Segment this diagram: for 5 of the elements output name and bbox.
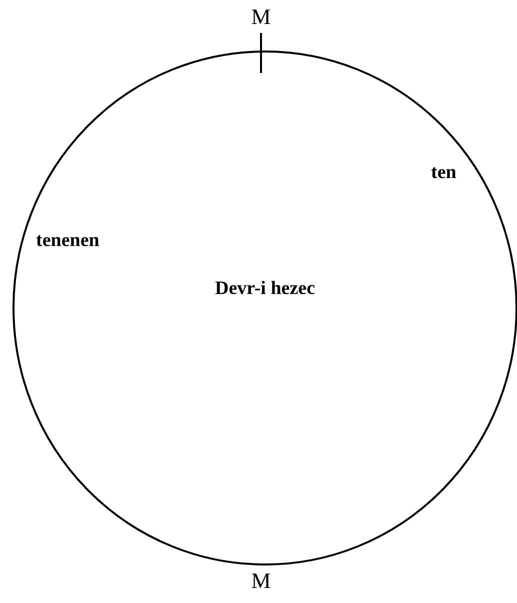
stroke-label: ten <box>431 162 456 184</box>
stroke-label: tenenen <box>36 230 100 252</box>
beat-marker: M <box>251 568 271 594</box>
beat-marker: M <box>251 4 271 30</box>
center-label: Devr-i hezec <box>214 278 316 300</box>
